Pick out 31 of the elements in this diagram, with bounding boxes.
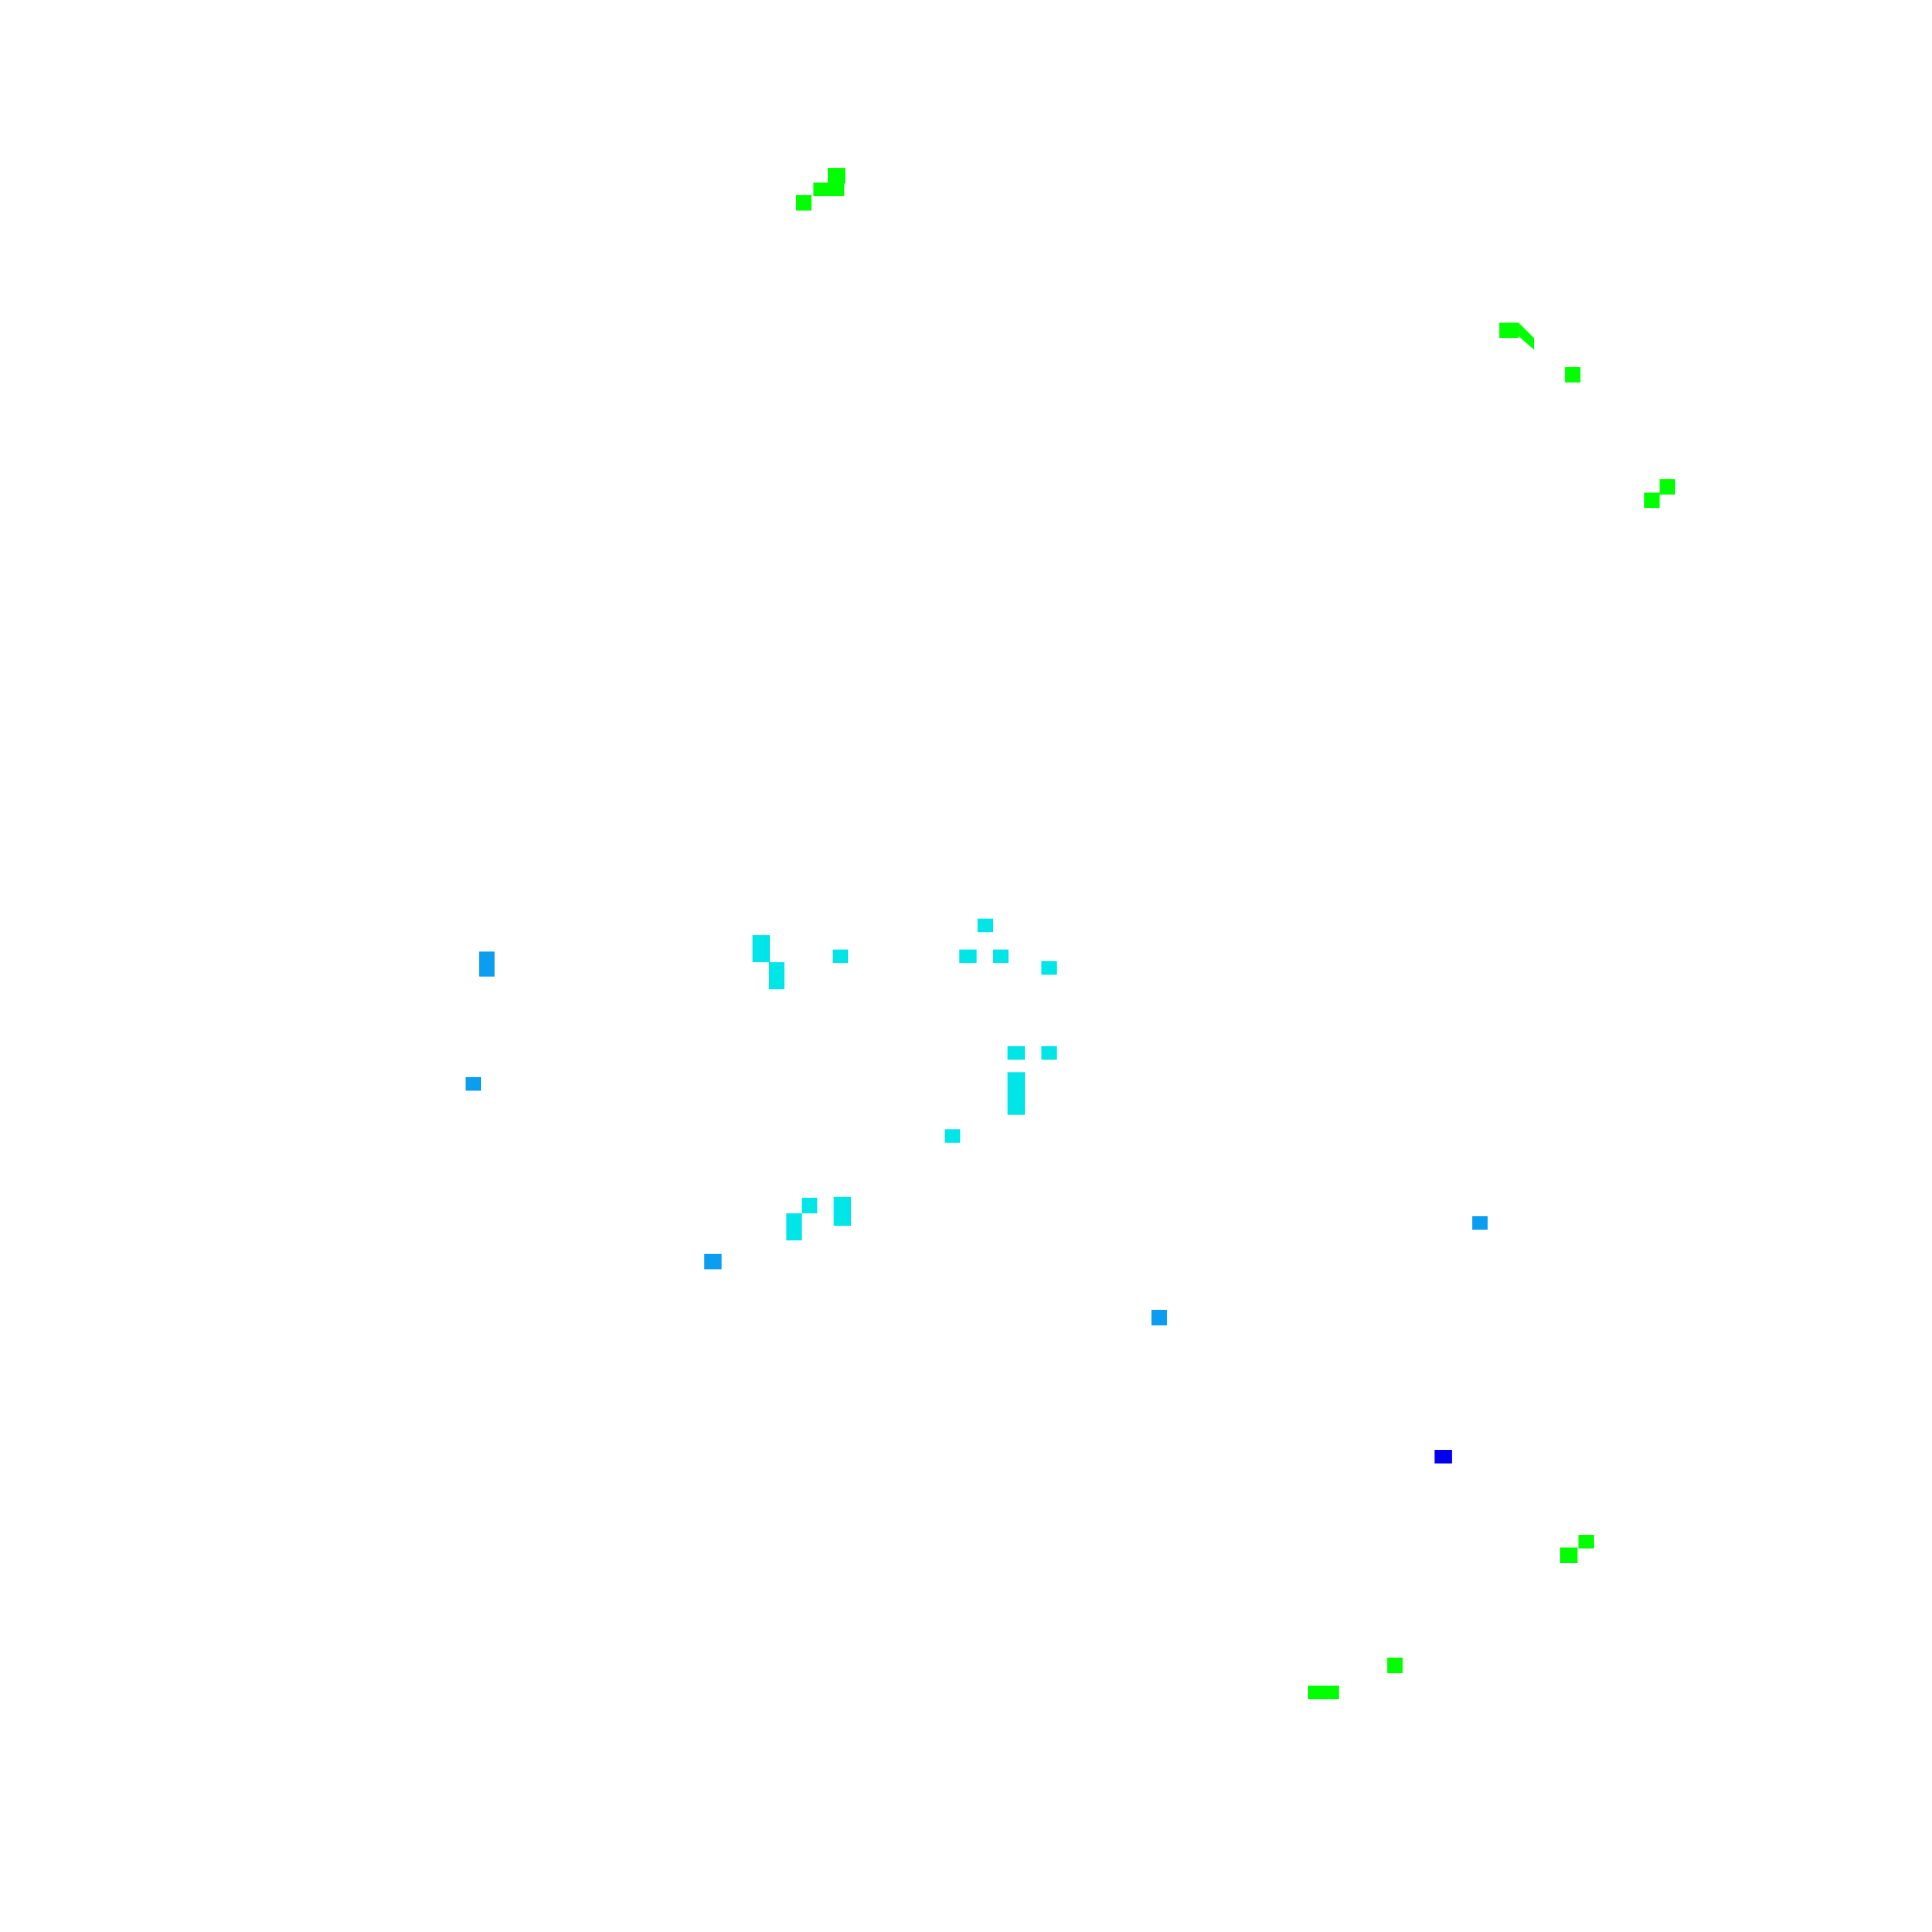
pixel-square (1560, 1548, 1578, 1563)
pixel-square (1008, 1071, 1025, 1115)
pixel-square (1008, 1045, 1025, 1060)
pixel-square (978, 918, 994, 932)
pixel-square (1435, 1450, 1453, 1463)
pixel-square (993, 949, 1009, 963)
pixel-square (959, 949, 978, 963)
pixel-square (769, 962, 785, 989)
pixel-square (1565, 366, 1581, 383)
pixel-square (813, 182, 844, 196)
pixel-square (466, 1076, 481, 1091)
pixel-square (833, 949, 848, 963)
pixel-square (1499, 322, 1535, 350)
pixel-square (796, 194, 812, 211)
pixel-square (945, 1129, 960, 1143)
pixel-square (1041, 1045, 1058, 1060)
pixel-square (834, 1197, 851, 1226)
pixel-square (1660, 478, 1676, 495)
pixel-square (786, 1213, 803, 1240)
pixel-square (1472, 1215, 1489, 1230)
pixel-square (1387, 1658, 1404, 1673)
pixel-square (1151, 1310, 1168, 1325)
pixel-square (753, 935, 770, 962)
pixel-square (802, 1198, 817, 1213)
pixel-square (479, 952, 495, 977)
pixel-square (1578, 1535, 1595, 1548)
pixel-square (1041, 960, 1058, 975)
pixel-square (1644, 492, 1661, 508)
pixel-square (704, 1253, 722, 1269)
pixel-square (1308, 1686, 1340, 1699)
pixel-square (828, 167, 845, 184)
